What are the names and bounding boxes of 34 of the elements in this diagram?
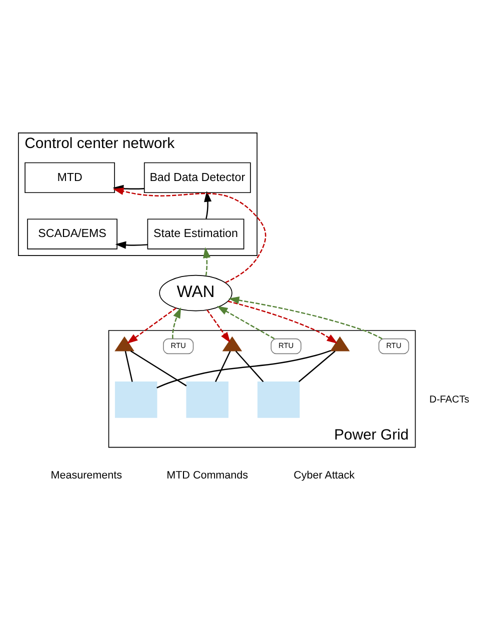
node-box: RTU (163, 338, 194, 354)
node-box: RTU (270, 338, 302, 354)
node-box: State Estimation (147, 218, 244, 250)
connector (156, 350, 332, 388)
node-triangle (114, 336, 134, 352)
label: D-FACTs (429, 394, 470, 406)
node-box: SCADA/EMS (27, 218, 118, 250)
arrow (228, 300, 338, 344)
arrow (216, 306, 275, 340)
arrow (206, 310, 230, 343)
connector (298, 350, 336, 382)
node-box (257, 381, 300, 418)
arrow (172, 307, 182, 339)
node-triangle (330, 336, 350, 352)
connector (235, 350, 264, 382)
node-box: Bad Data Detector (144, 162, 251, 194)
node-box: RTU (378, 338, 410, 354)
arrow (228, 296, 382, 340)
connector (124, 351, 133, 382)
arrow (112, 188, 266, 284)
arrow (115, 241, 148, 249)
legend-label: Cyber Attack (294, 469, 355, 482)
arrow (203, 247, 210, 276)
node-ellipse: WAN (159, 274, 232, 312)
node-box: MTD (24, 162, 115, 194)
connector (130, 350, 187, 386)
connector (214, 350, 231, 382)
arrow (204, 191, 212, 219)
node-triangle (222, 336, 242, 352)
node-box (186, 381, 228, 418)
arrow (126, 307, 177, 344)
legend-label: Measurements (50, 469, 122, 482)
node-box (114, 381, 158, 418)
legend-label: MTD Commands (166, 469, 248, 482)
